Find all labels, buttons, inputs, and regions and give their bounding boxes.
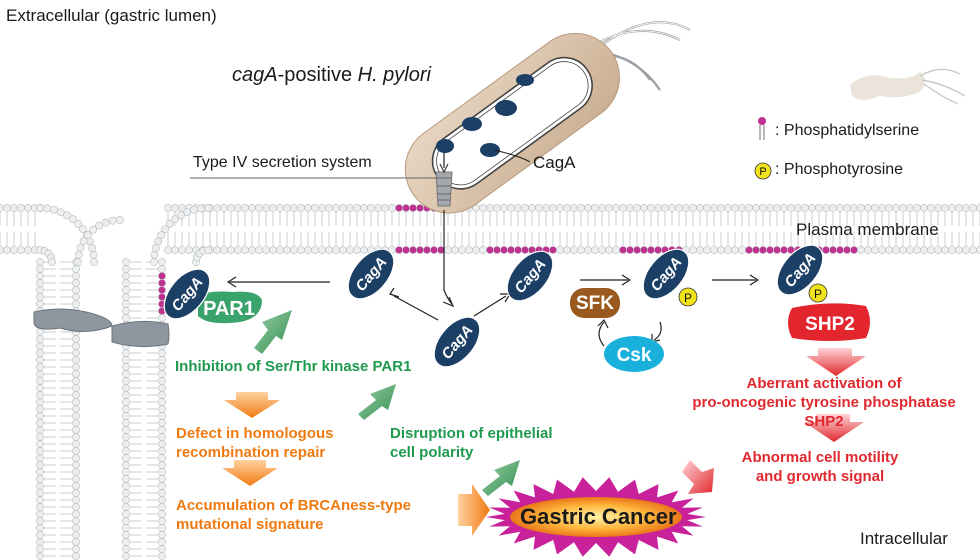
bacterium-title: cagA-positive H. pylori [232, 64, 431, 87]
svg-text:SFK: SFK [576, 293, 614, 314]
phosphotyrosine-legend-icon: P [754, 162, 772, 180]
svg-text:Csk: Csk [617, 345, 652, 366]
par1-inhibition-text: Inhibition of Ser/Thr kinase PAR1 [175, 358, 412, 375]
caga-gene-name: cagA [232, 64, 278, 86]
shp2-protein: SHP2 [788, 303, 870, 341]
junction-proteins [33, 308, 170, 348]
species-name: H. pylori [357, 64, 431, 86]
legend-phosphotyrosine: : Phosphotyrosine [775, 161, 904, 178]
svg-text:SHP2: SHP2 [805, 314, 855, 335]
brcaness-text: Accumulation of BRCAness-type mutational… [176, 497, 412, 533]
gastric-cancer-burst [486, 477, 706, 557]
pathway-block-arrows [222, 310, 866, 536]
sfk-protein: SFK [570, 288, 620, 318]
svg-text:P: P [759, 166, 766, 178]
caga-protein: CagA [776, 244, 824, 296]
type-iv-secretion-system-icon [190, 152, 453, 207]
t4ss-label: Type IV secretion system [193, 154, 372, 171]
extracellular-label: Extracellular (gastric lumen) [6, 6, 217, 25]
legend-phosphatidylserine: : Phosphatidylserine [775, 122, 920, 139]
svg-text:P: P [814, 287, 822, 301]
phospho-mark: P [808, 283, 828, 303]
svg-text:PAR1: PAR1 [203, 298, 255, 320]
flow-arrows [226, 210, 760, 347]
svg-text:P: P [684, 291, 692, 305]
faded-bacterium-icon [850, 68, 966, 105]
plasma-membrane-label: Plasma membrane [796, 220, 939, 239]
polarity-disruption-text: Disruption of epithelial cell polarity [390, 425, 553, 461]
phospho-mark: P [678, 287, 698, 307]
hr-defect-text: Defect in homologous recombination repai… [176, 425, 334, 461]
caga-callout-label: CagA [533, 153, 576, 172]
intracellular-label: Intracellular [860, 529, 948, 548]
csk-protein: Csk [604, 336, 664, 372]
gastric-cancer-label: Gastric Cancer [520, 504, 677, 529]
h-pylori-bacterium [404, 21, 691, 214]
phosphatidylserine-legend-icon [758, 117, 766, 140]
shp2-activation-text: Aberrant activation of pro-oncogenic tyr… [692, 375, 956, 430]
par1-protein: PAR1 [198, 291, 262, 324]
bacterium-title-rest: -positive [277, 64, 358, 86]
motility-text: Abnormal cell motility and growth signal [741, 449, 899, 485]
